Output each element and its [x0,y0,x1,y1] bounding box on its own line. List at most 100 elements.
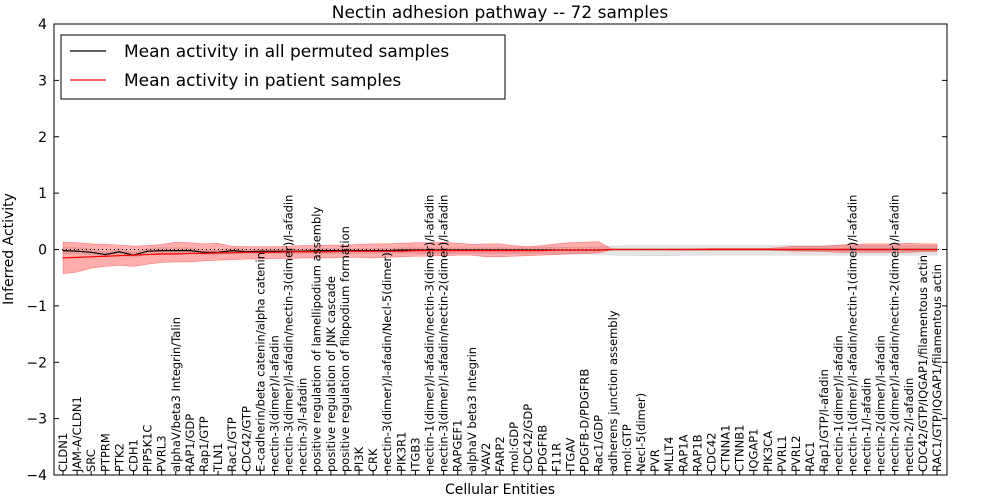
x-tick-label: alphaV/beta3 Integrin/Talin [169,317,183,472]
line-patient-mean-point [316,251,318,253]
line-permuted-mean-point [273,250,276,252]
x-tick-label: Necl-5(dimer) [634,393,648,472]
line-patient-mean-point [443,250,445,252]
line-permuted-mean-point [146,250,149,252]
x-tick-label: RAP1A [676,434,690,472]
x-tick-label: JAM-A/CLDN1 [70,396,84,473]
x-tick-label: nectin-2(dimer)/l-afadin [874,335,888,472]
line-patient-mean-point [668,248,670,251]
line-permuted-mean-point [118,251,120,253]
x-tick-label: CDC42/GDP [521,404,535,472]
x-tick-label: Rac1/GDP [592,415,606,472]
x-tick-label: nectin-3(dimer)/l-afadin/nectin-2(dimer)… [437,195,451,472]
y-tick-label: 0 [38,243,47,259]
x-tick-label: nectin-3(dimer)/l-afadin/nectin-3(dimer)… [282,195,296,472]
y-tick-label: 3 [38,73,47,89]
line-patient-mean-point [245,251,247,253]
line-patient-mean-point [203,252,205,255]
x-tick-label: SRC [84,449,98,472]
x-tick-label: FARP2 [493,436,507,472]
line-patient-mean-point [696,248,698,251]
line-patient-mean-point [865,248,868,251]
legend-label-permuted: Mean activity in all permuted samples [124,42,449,62]
x-tick-label: mol:GDP [507,422,521,472]
x-tick-label: PTPRM [98,433,112,472]
x-tick-label: CLDN1 [56,433,70,472]
x-tick-label: TLN1 [211,443,225,473]
x-tick-label: adherens junction assembly [606,310,620,472]
legend-label-patient: Mean activity in patient samples [124,71,401,91]
line-patient-mean-point [612,248,614,251]
line-patient-mean-point [851,248,854,251]
line-patient-mean-point [513,250,515,252]
line-patient-mean-point [90,256,92,258]
x-tick-label: positive regulation of JNK cascade [324,276,338,472]
x-tick-label: PIK3CA [761,431,775,472]
line-patient-mean-point [400,250,402,252]
y-tick-label: 1 [38,186,47,202]
x-tick-label: IQGAP1 [747,429,761,472]
x-tick-label: VAV2 [479,443,493,472]
band-permuted [62,245,938,258]
line-permuted-mean-point [231,250,233,252]
x-tick-label: nectin-1(dimer)/l-afadin [831,335,845,472]
line-permuted-mean-point [259,250,261,252]
line-patient-mean-point [118,255,120,257]
line-permuted-mean-point [203,251,205,253]
line-patient-mean-point [146,253,149,256]
line-permuted-mean-point [104,253,106,256]
x-tick-label: PIP5K1C [141,425,155,472]
line-permuted-mean-point [189,250,191,252]
line-patient-mean-point [555,249,557,251]
legend: Mean activity in all permuted samples Me… [60,34,506,100]
x-tick-label: mol:GTP [620,424,634,472]
line-patient-mean-point [795,248,797,251]
legend-box [60,34,506,100]
line-patient-mean-point [161,253,163,255]
x-tick-label: PIK3R1 [394,432,408,473]
x-tick-label: PTK2 [112,443,126,472]
line-patient-mean-point [598,249,600,251]
y-tick-label: −3 [26,412,47,428]
line-patient-mean-point [386,250,388,252]
line-patient-mean-point [358,250,360,252]
x-tick-label: PVRL1 [775,435,789,472]
chart-title: Nectin adhesion pathway -- 72 samples [332,3,669,23]
line-patient-mean-point [485,250,487,252]
line-permuted-mean-point [62,250,64,252]
x-tick-label: nectin-2(dimer)/l-afadin/nectin-2(dimer)… [888,195,902,472]
line-patient-mean-point [330,251,332,253]
line-patient-mean-point [527,250,529,252]
line-patient-mean-point [767,248,769,251]
x-tick-label: RAP1B [690,434,704,472]
x-tick-label: CRK [366,448,380,472]
line-permuted-mean-point [90,251,92,253]
band-patient [62,241,938,275]
x-tick-label: Rac1/GTP [225,417,239,472]
y-axis-label: Inferred Activity [1,193,17,305]
line-patient-mean-point [499,250,501,252]
x-tick-label: nectin-3(dimer)/l-afadin/Necl-5(dimer) [380,252,394,472]
x-tick-label: RAPGEF1 [451,420,465,472]
x-tick-label: nectin-2/l-afadin [902,378,916,472]
line-patient-mean-point [753,248,755,251]
x-tick-label: RAP1/GDP [183,414,197,472]
x-tick-label: PVRL3 [155,435,169,472]
line-patient-mean-point [344,250,346,252]
line-patient-mean-point [414,250,417,252]
line-patient-mean-point [471,250,473,252]
line-patient-mean-point [710,248,713,251]
x-tick-label: CTNNB1 [733,425,747,472]
line-patient-mean-point [428,250,431,252]
line-patient-mean-point [936,248,938,251]
line-permuted-mean-point [76,250,78,252]
x-tick-label: ITGB3 [408,437,422,472]
line-patient-mean-point [654,248,656,251]
line-patient-mean-point [569,249,572,251]
x-tick-label: nectin-3/l-afadin [296,378,310,472]
line-patient-mean-point [302,251,304,253]
line-patient-mean-point [922,248,924,251]
line-patient-mean-point [217,252,219,254]
line-patient-mean-point [583,249,586,251]
